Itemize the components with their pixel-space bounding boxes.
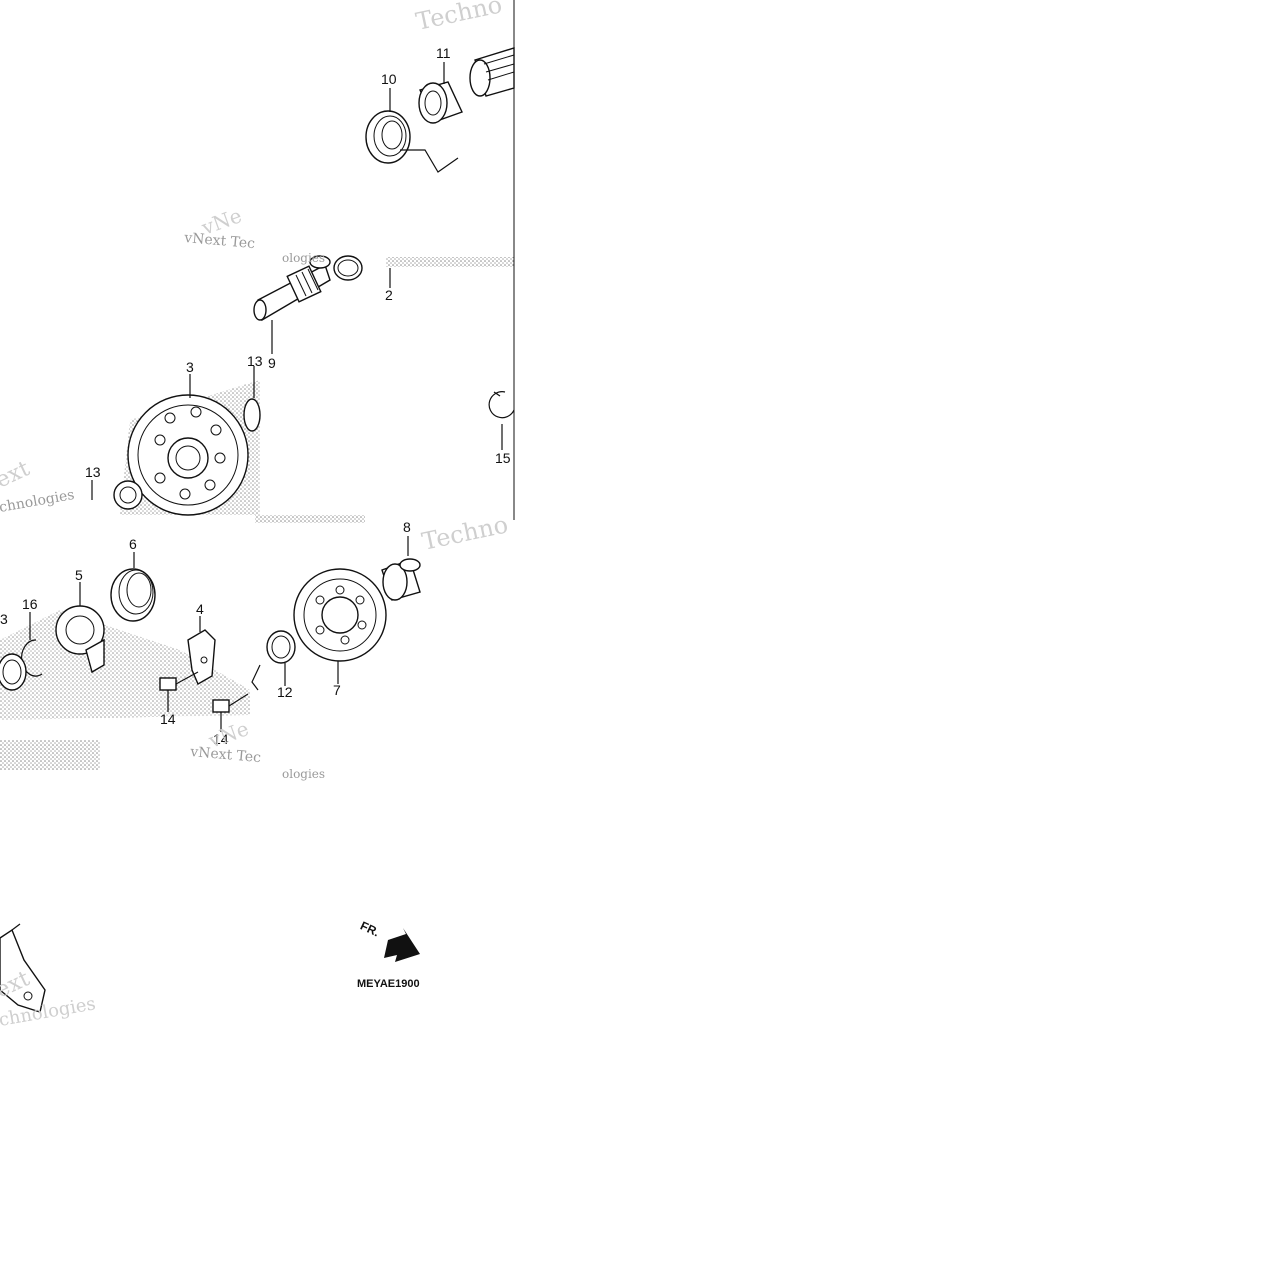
callout-8: 8 bbox=[403, 519, 411, 535]
gear-part-7 bbox=[293, 568, 387, 662]
watermark-text: chnologies bbox=[0, 487, 76, 516]
direction-label: FR. bbox=[358, 919, 381, 940]
pin-part bbox=[251, 664, 261, 691]
watermark-text: vNext Tec bbox=[189, 744, 262, 766]
callout-15: 15 bbox=[495, 450, 511, 466]
watermark-text: ologies bbox=[282, 767, 325, 781]
large-gear-part-3 bbox=[127, 394, 249, 516]
circlip-part-15 bbox=[488, 391, 515, 419]
ratchet-part-5 bbox=[55, 605, 105, 674]
callout-3: 3 bbox=[186, 359, 194, 375]
spline-shaft-end bbox=[469, 47, 515, 97]
watermark-text: Techno bbox=[413, 0, 504, 36]
callout-10: 10 bbox=[381, 71, 397, 87]
diagram-code: MEYAE1900 bbox=[357, 978, 420, 990]
callout-12: 12 bbox=[277, 684, 293, 700]
callout-5: 5 bbox=[75, 567, 83, 583]
callout-9: 9 bbox=[268, 355, 276, 371]
callout-7: 7 bbox=[333, 682, 341, 698]
bushing-part-8 bbox=[381, 558, 421, 601]
callout-14-right: 14 bbox=[213, 731, 229, 747]
callout-13-top: 13 bbox=[247, 353, 263, 369]
callout-2: 2 bbox=[385, 287, 393, 303]
ring-part-13-right bbox=[243, 398, 261, 432]
ring-part-2 bbox=[333, 255, 363, 281]
callout-6: 6 bbox=[129, 536, 137, 552]
collar-part bbox=[418, 81, 463, 124]
callout-14-left: 14 bbox=[160, 711, 176, 727]
watermark-text: ext bbox=[0, 456, 34, 493]
callout-11: 11 bbox=[436, 45, 451, 61]
spring-coil-part bbox=[365, 110, 459, 173]
lever-part-bottom bbox=[0, 928, 46, 1013]
ring-part-3-left bbox=[0, 653, 27, 691]
callout-13-left: 13 bbox=[85, 464, 101, 480]
bolt-part-14-left bbox=[159, 671, 199, 691]
callout-3-left: 3 bbox=[0, 611, 8, 627]
bushing-part-13 bbox=[113, 480, 143, 510]
stipple-shading bbox=[0, 257, 514, 770]
front-direction-arrow: FR. bbox=[358, 919, 420, 962]
kick-shaft-part bbox=[253, 255, 331, 322]
watermark-text: vNext Tec bbox=[183, 230, 256, 252]
plate-part-4 bbox=[187, 629, 216, 685]
callout-16: 16 bbox=[22, 596, 38, 612]
leader-lines bbox=[11, 62, 503, 931]
callout-4: 4 bbox=[196, 601, 204, 617]
watermark-text: ologies bbox=[282, 251, 325, 265]
spring-part-6 bbox=[110, 568, 156, 622]
callouts: 10 11 2 9 3 13 13 15 6 8 5 16 3 4 12 7 1… bbox=[0, 45, 511, 747]
washer-part-12 bbox=[266, 630, 296, 664]
watermark-text: Techno bbox=[419, 510, 510, 556]
